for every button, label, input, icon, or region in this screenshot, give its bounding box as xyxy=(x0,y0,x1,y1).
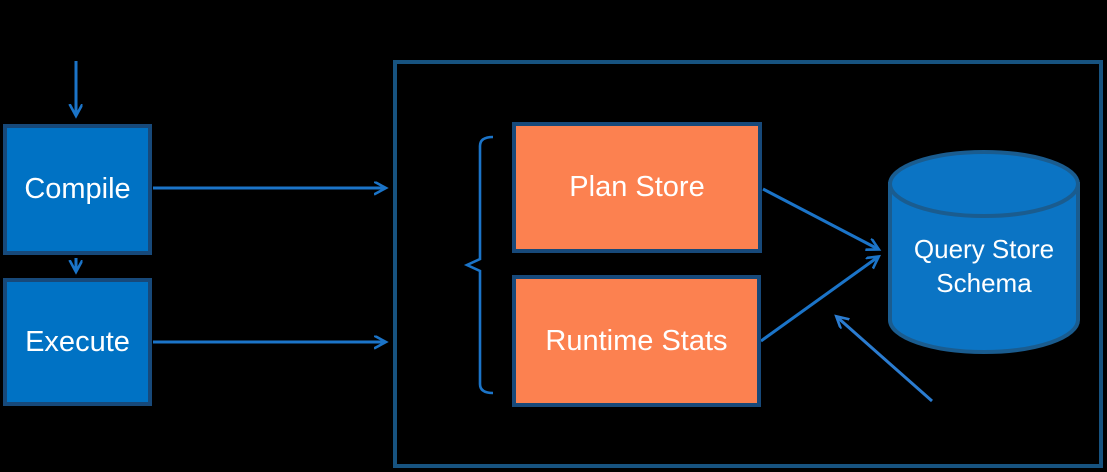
plan-store-node: Plan Store xyxy=(512,122,762,253)
compile-label: Compile xyxy=(24,173,131,205)
compile-node: Compile xyxy=(3,124,152,255)
runtime-stats-label: Runtime Stats xyxy=(545,324,728,357)
execute-node: Execute xyxy=(3,278,152,406)
query-store-container-rect xyxy=(393,60,1103,468)
execute-label: Execute xyxy=(25,325,130,358)
runtime-stats-node: Runtime Stats xyxy=(512,275,761,407)
query-store-schema-label: Query Store Schema xyxy=(913,234,1055,298)
plan-store-label: Plan Store xyxy=(569,171,705,203)
